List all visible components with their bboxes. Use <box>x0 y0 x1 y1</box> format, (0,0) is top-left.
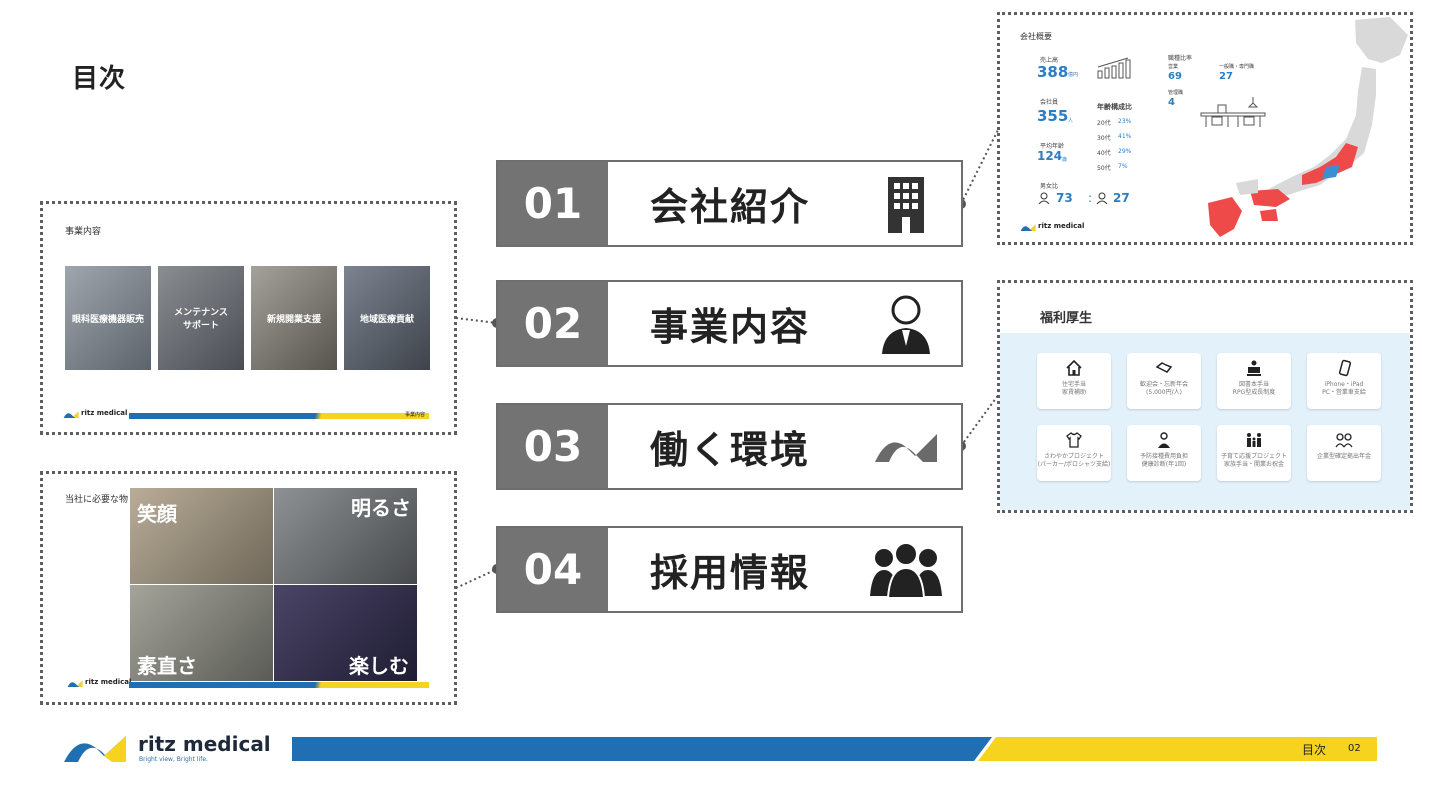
menu-number: 02 <box>498 282 608 365</box>
menu-number: 01 <box>498 162 608 245</box>
menu-number: 03 <box>498 405 608 488</box>
menu-label: 採用情報 <box>608 528 851 611</box>
people-group-icon <box>851 528 961 611</box>
menu-label: 働く環境 <box>608 405 851 488</box>
menu-item-environment[interactable]: 03 働く環境 <box>496 403 963 490</box>
menu-label: 会社紹介 <box>608 162 851 245</box>
menu-item-business[interactable]: 02 事業内容 <box>496 280 963 367</box>
footer-label: 目次 <box>1302 741 1326 758</box>
businessman-icon <box>851 282 961 365</box>
footer-bar <box>292 737 1377 761</box>
menu-label: 事業内容 <box>608 282 851 365</box>
ritz-logo-icon <box>851 405 961 488</box>
brand-tagline: Bright view, Bright life. <box>139 756 208 763</box>
menu-item-company[interactable]: 01 会社紹介 <box>496 160 963 247</box>
menu-number: 04 <box>498 528 608 611</box>
page-number: 02 <box>1348 743 1361 754</box>
building-icon <box>851 162 961 245</box>
brand-logo-icon <box>62 734 128 764</box>
brand-name: ritz medical <box>138 732 271 756</box>
menu-item-recruit[interactable]: 04 採用情報 <box>496 526 963 613</box>
